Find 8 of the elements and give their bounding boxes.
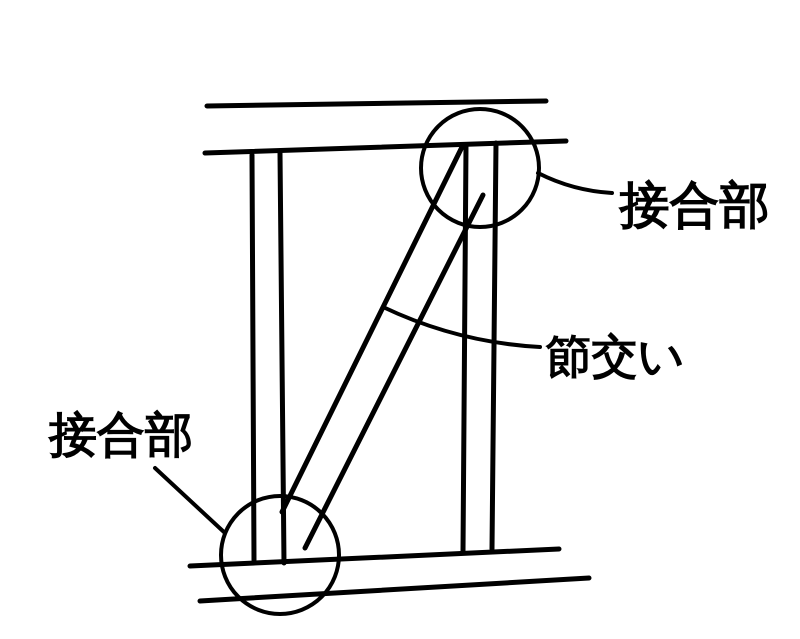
- part-label: 接合部: [46, 402, 196, 468]
- part-label: 接合部: [612, 160, 777, 250]
- part-label: 節交い: [540, 318, 690, 393]
- leader-line: [536, 171, 614, 195]
- leader-line: [153, 466, 227, 535]
- joint-circle: [219, 494, 341, 616]
- diagonal-brace: [279, 144, 486, 551]
- joint-circle: [419, 107, 541, 229]
